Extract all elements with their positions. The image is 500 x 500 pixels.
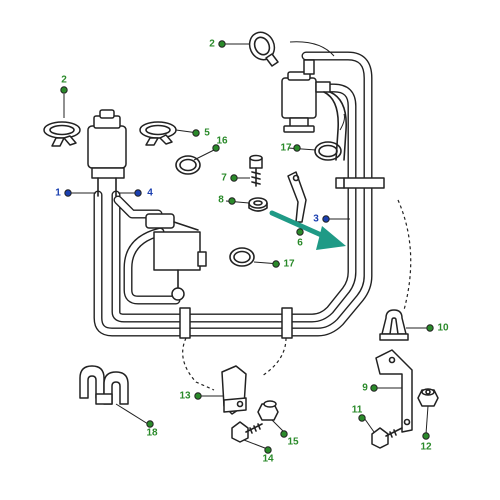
callout-3: 3 [313,214,330,225]
nut-12 [417,388,439,407]
callout-5: 5 [192,128,210,139]
callout-1: 1 [55,188,72,199]
svg-text:10: 10 [437,323,449,334]
assembly-indicator-bracket [397,199,412,311]
clip-18 [79,365,129,405]
svg-text:5: 5 [204,128,210,139]
svg-text:1: 1 [55,188,61,199]
callout-2-top: 2 [209,39,226,50]
callout-13: 13 [179,391,202,402]
bracket-13 [221,365,247,415]
callout-17-upper: 17 [280,143,301,154]
svg-text:7: 7 [221,173,227,184]
callout-11: 11 [352,405,366,422]
highlight-arrow [269,210,346,250]
callout-6: 6 [296,228,304,249]
callout-10: 10 [426,323,449,334]
bolt-14 [231,421,263,443]
svg-text:9: 9 [362,383,368,394]
bracket-9 [375,349,413,433]
callout-15: 15 [280,430,299,448]
top-clip-indicator [289,41,335,57]
callout-17-lower: 17 [272,259,295,270]
bracket-6 [287,171,307,223]
svg-text:13: 13 [179,391,191,402]
callout-18: 18 [146,420,158,439]
hose-clip-left [43,121,81,147]
callout-7: 7 [221,173,238,184]
fluid-reservoir [87,109,127,197]
main-hose-loop [93,51,373,337]
assembly-indicator-right [261,337,287,377]
callout-14: 14 [262,446,274,465]
inner-hose [111,83,357,323]
svg-text:8: 8 [218,195,224,206]
loop-clip-left [179,307,191,339]
svg-text:17: 17 [283,259,295,270]
svg-text:3: 3 [313,214,319,225]
svg-text:12: 12 [420,442,432,453]
o-ring-lower [229,247,255,267]
valve-block [145,213,207,301]
o-ring-left [175,155,201,175]
svg-text:6: 6 [297,238,303,249]
svg-text:11: 11 [352,405,363,416]
o-ring-upper [314,141,342,161]
svg-text:2: 2 [209,39,215,50]
callout-2-left: 2 [60,75,68,94]
callout-8: 8 [218,195,236,206]
callout-16: 16 [212,136,228,152]
washer-8 [248,197,268,212]
svg-text:15: 15 [287,437,299,448]
svg-text:17: 17 [280,143,292,154]
filter-canister [281,59,347,161]
callout-9: 9 [362,383,378,394]
o-ring-indicator [339,113,345,131]
callout-4: 4 [134,188,153,199]
callout-12: 12 [420,432,432,453]
bolt-11 [371,427,403,449]
svg-text:4: 4 [147,188,153,199]
hose-clip-right [139,121,177,146]
svg-text:2: 2 [61,75,67,86]
hose-strap [335,177,385,189]
assembly-indicator-left [182,337,215,391]
bolt-7 [249,154,263,187]
svg-text:14: 14 [262,454,274,465]
svg-text:16: 16 [216,136,228,147]
clip-10 [379,309,409,341]
hose-clip-top [248,31,279,67]
loop-clip-right [281,307,293,339]
svg-text:18: 18 [146,428,158,439]
nut-15 [257,400,279,421]
